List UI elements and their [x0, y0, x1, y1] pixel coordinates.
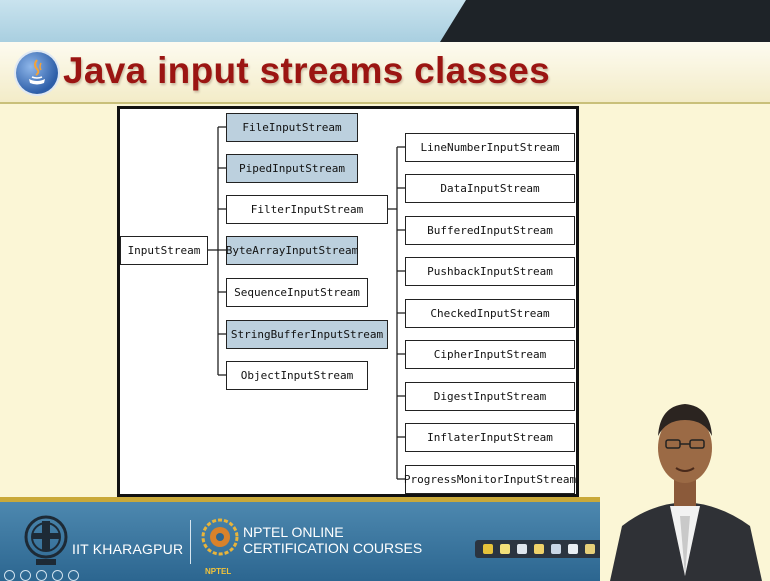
title-band: [0, 42, 770, 104]
footer-divider: [190, 520, 191, 564]
java-logo-icon: [16, 52, 58, 94]
pen-icon[interactable]: [483, 544, 493, 554]
nptel-online-certification-label: NPTEL ONLINE CERTIFICATION COURSES: [243, 524, 422, 556]
class-box-digest-input-stream: DigestInputStream: [405, 382, 575, 411]
top-bar-dark: [440, 0, 770, 42]
class-box-data-input-stream: DataInputStream: [405, 174, 575, 203]
class-box-pushback-input-stream: PushbackInputStream: [405, 257, 575, 286]
pointer-icon[interactable]: [551, 544, 561, 554]
nptel-logo-icon: [201, 518, 239, 556]
previous-slide-icon[interactable]: [4, 570, 15, 581]
page-title: Java input streams classes: [63, 50, 551, 91]
zoom-icon[interactable]: [52, 570, 63, 581]
eraser-icon[interactable]: [517, 544, 527, 554]
class-box-object-input-stream: ObjectInputStream: [226, 361, 368, 390]
next-slide-icon[interactable]: [68, 570, 79, 581]
class-box-progress-monitor-input-stream: ProgressMonitorInputStream: [404, 465, 576, 494]
footer-strip: [0, 497, 770, 503]
class-box-file-input-stream: FileInputStream: [226, 113, 358, 142]
pencil-icon[interactable]: [585, 544, 595, 554]
nptel-line-2: CERTIFICATION COURSES: [243, 540, 423, 556]
class-box-buffered-input-stream: BufferedInputStream: [405, 216, 575, 245]
presenter-video: [600, 376, 770, 581]
iit-kharagpur-label: IIT KHARAGPUR: [72, 541, 184, 557]
highlighter-icon[interactable]: [500, 544, 510, 554]
class-box-byte-array-input-stream: ByteArrayInputStream: [226, 236, 358, 265]
menu-icon[interactable]: [20, 570, 31, 581]
class-box-string-buffer-input-stream: StringBufferInputStream: [226, 320, 388, 349]
class-box-cipher-input-stream: CipherInputStream: [405, 340, 575, 369]
root-class-box: InputStream: [120, 236, 208, 265]
class-box-piped-input-stream: PipedInputStream: [226, 154, 358, 183]
slide-navigation[interactable]: [4, 570, 79, 581]
class-box-sequence-input-stream: SequenceInputStream: [226, 278, 368, 307]
marker-icon[interactable]: [534, 544, 544, 554]
pen-mode-icon[interactable]: [36, 570, 47, 581]
class-hierarchy-diagram: InputStream FileInputStream PipedInputSt…: [117, 106, 579, 497]
connector-lines: [208, 126, 405, 480]
class-box-inflater-input-stream: InflaterInputStream: [405, 423, 575, 452]
nptel-line-1: NPTEL ONLINE: [243, 524, 344, 540]
class-box-line-number-input-stream: LineNumberInputStream: [405, 133, 575, 162]
class-box-checked-input-stream: CheckedInputStream: [405, 299, 575, 328]
annotation-pen-toolbar[interactable]: [475, 540, 625, 558]
nptel-small-label: NPTEL: [205, 567, 232, 576]
class-box-filter-input-stream: FilterInputStream: [226, 195, 388, 224]
clear-icon[interactable]: [568, 544, 578, 554]
iit-logo-icon: [24, 515, 68, 565]
